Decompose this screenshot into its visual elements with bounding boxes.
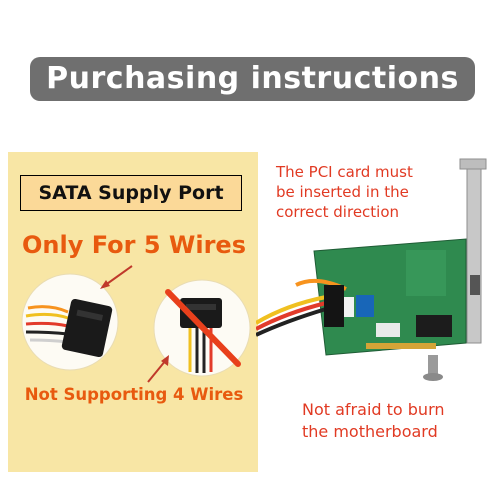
direction-note: The PCI card must be inserted in the cor… <box>276 163 413 221</box>
five-wire-connector-photo <box>21 273 119 371</box>
supported-wires-text: Only For 5 Wires <box>22 231 246 259</box>
unsupported-wires-text: Not Supporting 4 Wires <box>24 385 244 404</box>
safety-note: Not afraid to burn the motherboard <box>302 400 445 441</box>
sata-port-label: SATA Supply Port <box>20 175 242 211</box>
arrow-icon <box>147 355 169 383</box>
page-title: Purchasing instructions <box>46 61 459 96</box>
prohibited-icon <box>165 289 241 367</box>
title-banner <box>30 57 475 101</box>
pci-card-photo <box>256 158 487 381</box>
arrow-icon <box>100 265 133 289</box>
four-wire-connector-photo <box>153 279 251 377</box>
